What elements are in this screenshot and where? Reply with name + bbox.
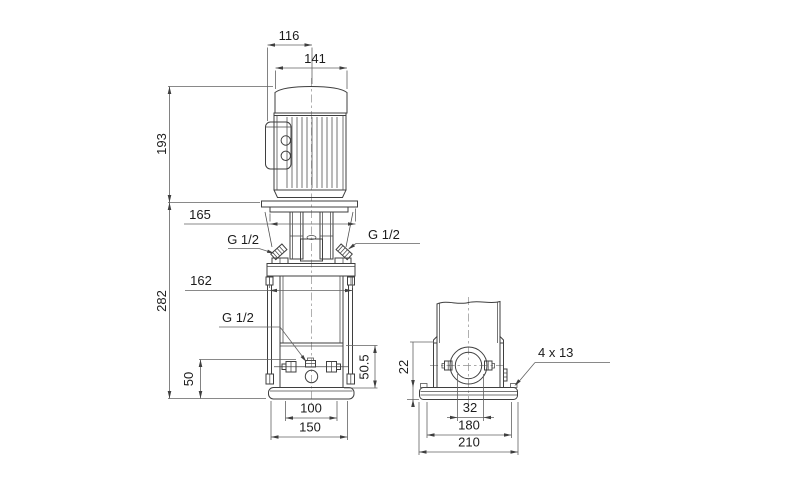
dim-4x13: 4 x 13 <box>514 345 610 386</box>
terminal-box <box>265 121 292 170</box>
dim-180-label: 180 <box>458 418 480 433</box>
pump-foot <box>274 357 348 384</box>
dim-165: 165 <box>184 207 356 226</box>
dim-141-label: 141 <box>304 51 326 66</box>
coupling-guard-left <box>289 211 304 260</box>
dim-22: 22 <box>396 341 434 407</box>
dim-32-label: 32 <box>463 400 477 415</box>
dim-g12-top-left-label: G 1/2 <box>227 232 259 247</box>
dim-50: 50 <box>181 359 296 399</box>
fan-cover <box>273 85 348 116</box>
port-inner-circle <box>454 351 483 380</box>
dim-210-label: 210 <box>458 435 480 450</box>
port-outer-circle <box>449 346 488 385</box>
dim-100-label: 100 <box>300 401 322 416</box>
dim-193-label: 193 <box>154 133 169 155</box>
staybolts <box>267 284 353 375</box>
dim-162: 162 <box>185 273 353 293</box>
dim-g12-top-left: G 1/2 <box>227 232 275 254</box>
dim-116: 116 <box>267 28 313 121</box>
motor-flange <box>261 200 358 213</box>
dim-22-label: 22 <box>396 360 411 374</box>
pump-head <box>264 211 354 264</box>
cable-entry-bottom <box>280 150 291 162</box>
dim-165-label: 165 <box>189 207 211 222</box>
dim-g12-drain: G 1/2 <box>219 310 307 362</box>
side-view <box>419 297 518 405</box>
dimensions-front: 116 141 193 282 165 <box>154 28 420 440</box>
coupling <box>300 238 323 262</box>
dim-32: 32 <box>447 374 494 421</box>
port-side <box>441 346 495 385</box>
clip <box>503 368 508 382</box>
dim-50-label: 50 <box>181 372 196 386</box>
dim-g12-top-right-label: G 1/2 <box>368 227 400 242</box>
dim-100: 100 <box>285 401 338 421</box>
front-view <box>261 78 358 405</box>
dim-50-5-label: 50.5 <box>357 354 372 379</box>
dimensions-side: 22 32 180 210 4 x 13 <box>396 341 610 455</box>
dim-193: 193 <box>154 86 273 203</box>
dim-162-label: 162 <box>190 273 212 288</box>
dim-210: 210 <box>418 402 519 455</box>
drain-port-circle <box>304 369 319 384</box>
plug-top-right <box>335 243 353 261</box>
coupling-guard-right <box>319 211 334 260</box>
sleeve-side <box>433 300 508 388</box>
dim-50-5: 50.5 <box>344 345 378 389</box>
dim-282-label: 282 <box>154 290 169 312</box>
cable-entry-top <box>280 135 291 146</box>
dim-4x13-label: 4 x 13 <box>538 345 573 360</box>
dim-180: 180 <box>426 402 512 438</box>
chamber-stack <box>265 263 356 388</box>
base-plate-side <box>419 383 518 400</box>
plug-top-left <box>270 243 288 261</box>
dim-g12-top-right: G 1/2 <box>348 227 420 250</box>
dim-150: 150 <box>270 401 348 440</box>
dim-141: 141 <box>275 51 348 89</box>
dim-150-label: 150 <box>299 420 321 435</box>
motor-body <box>273 112 347 198</box>
base-plate-front <box>268 387 355 400</box>
dim-116-label: 116 <box>279 28 300 43</box>
break-line <box>436 300 501 305</box>
dim-282: 282 <box>154 202 266 399</box>
dim-g12-drain-label: G 1/2 <box>222 310 254 325</box>
